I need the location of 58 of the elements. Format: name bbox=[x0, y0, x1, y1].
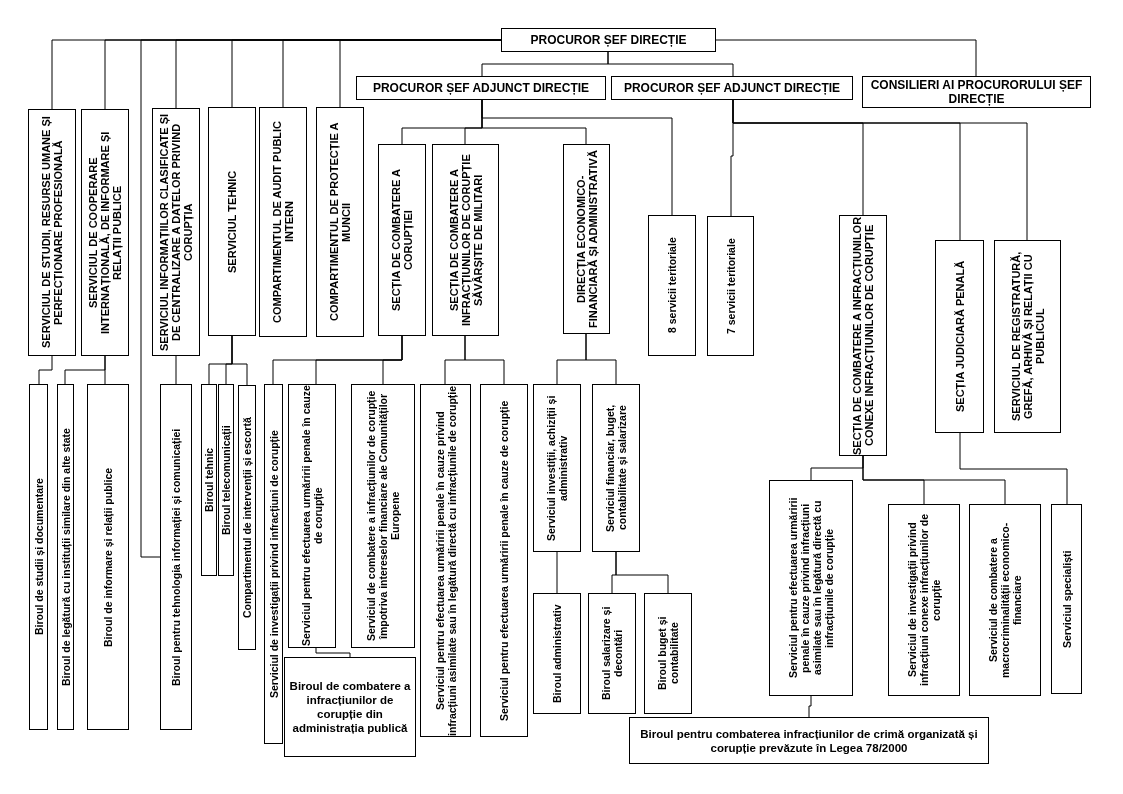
org-unit-box: Biroul tehnic bbox=[201, 384, 217, 576]
org-unit-box: Serviciul pentru efectuarea urmăririi penale în cauze de corupție bbox=[288, 384, 336, 648]
org-unit-box: SECȚIA DE COMBATERE A CORUPȚIEI bbox=[378, 144, 426, 336]
org-unit-box: Serviciul pentru efectuarea urmăririi penale în cauze de corupție bbox=[480, 384, 528, 737]
org-unit-box: SERVICIUL DE REGISTRATURĂ, GREFĂ, ARHIVĂ ȘI RELAȚII CU PUBLICUL bbox=[994, 240, 1061, 433]
connector-line bbox=[615, 551, 669, 594]
org-unit-box: Serviciul financiar, buget, contabilitate și salarizare bbox=[592, 384, 640, 552]
org-unit-box: SECȚIA DE COMBATERE A INFRACȚIUNILOR DE CORUPȚIE SĂVÂRȘITE DE MILITARI bbox=[432, 144, 499, 336]
connector-line bbox=[231, 335, 248, 386]
org-unit-box: Serviciul pentru efectuarea urmăririi penale în cauze privind infracțiuni asimilate sau în legătură directă cu infracțiunile de corupție bbox=[769, 480, 853, 696]
org-unit-box: Serviciul de investigații privind infracțiuni de corupție bbox=[264, 384, 283, 744]
org-unit-box: Biroul de combatere a infracțiunilor de corupție din administrația publică bbox=[284, 657, 416, 757]
org-unit-box: PROCUROR ȘEF ADJUNCT DIRECȚIE bbox=[611, 76, 853, 100]
org-unit-box: SERVICIUL DE STUDII, RESURSE UMANE ȘI PERFECȚIONARE PROFESIONALĂ bbox=[28, 109, 76, 356]
org-unit-box: Serviciul pentru efectuarea urmăririi penale în cauze privind infracțiuni asimilate sau în legătură directă cu infracțiunile de corupție bbox=[420, 384, 471, 737]
connector-line bbox=[585, 333, 617, 385]
connector-line bbox=[464, 335, 505, 385]
org-unit-box: Serviciul de investigații privind infracțiuni conexe infracțiunilor de corupție bbox=[888, 504, 960, 696]
org-unit-box: Serviciul de combatere a macrocriminalității economico-financiare bbox=[969, 504, 1041, 696]
connector-line bbox=[104, 355, 106, 385]
org-unit-box: COMPARTIMENTUL DE PROTECȚIE A MUNCII bbox=[316, 107, 364, 337]
org-unit-box: Biroul telecomunicații bbox=[218, 384, 234, 576]
connector-line bbox=[556, 551, 558, 594]
org-unit-box: Serviciul investiții, achiziții și administrativ bbox=[533, 384, 581, 552]
org-unit-box: Biroul pentru tehnologia informației și comunicației bbox=[160, 384, 192, 730]
org-unit-box: Compartimentul de intervenții și escortă bbox=[238, 385, 256, 650]
org-unit-box: 8 servicii teritoriale bbox=[648, 215, 696, 356]
connector-line bbox=[175, 355, 177, 385]
org-unit-box: PROCUROR ȘEF DIRECȚIE bbox=[501, 28, 716, 52]
org-unit-box: SERVICIUL INFORMAȚIILOR CLASIFICATE ȘI DE CENTRALIZARE A DATELOR PRIVIND CORUPȚIA bbox=[152, 108, 200, 356]
org-unit-box: PROCUROR ȘEF ADJUNCT DIRECȚIE bbox=[356, 76, 606, 100]
connector-line bbox=[315, 647, 351, 658]
org-unit-box: 7 servicii teritoriale bbox=[707, 216, 754, 356]
org-unit-box: Biroul administrativ bbox=[533, 593, 581, 714]
org-unit-box: SECȚIA JUDICIARĂ PENALĂ bbox=[935, 240, 984, 433]
org-unit-box: SECȚIA DE COMBATERE A INFRACȚIUNILOR CONEXE INFRACȚIUNILOR DE CORUPȚIE bbox=[839, 215, 887, 456]
connector-line bbox=[382, 335, 403, 385]
org-unit-box: Serviciul de combatere a infracțiunilor de corupție împotriva intereselor financiare ale Comunităților Europene bbox=[351, 384, 415, 648]
org-unit-box: SERVICIUL TEHNIC bbox=[208, 107, 256, 336]
connector-line bbox=[732, 99, 1028, 241]
connector-line bbox=[715, 39, 977, 77]
org-unit-box: COMPARTIMENTUL DE AUDIT PUBLIC INTERN bbox=[259, 107, 307, 337]
org-unit-box: CONSILIERI AI PROCURORULUI ȘEF DIRECȚIE bbox=[862, 76, 1091, 108]
org-unit-box: Serviciul specialiști bbox=[1051, 504, 1082, 694]
org-unit-box: DIRECȚIA ECONOMICO-FINANCIARĂ ȘI ADMINISTRATIVĂ bbox=[563, 144, 610, 334]
connector-line bbox=[959, 432, 1068, 505]
org-unit-box: Biroul de informare și relații publice bbox=[87, 384, 129, 730]
org-unit-box: SERVICIUL DE COOPERARE INTERNAȚIONALĂ, DE INFORMARE ȘI RELAȚII PUBLICE bbox=[81, 109, 129, 356]
org-unit-box: Biroul de studii și documentare bbox=[29, 384, 48, 730]
connector-line bbox=[481, 99, 673, 216]
org-unit-box: Biroul salarizare și decontări bbox=[588, 593, 636, 714]
connector-line bbox=[339, 39, 502, 108]
org-unit-box: Biroul pentru combaterea infracțiunilor de crimă organizată și corupție prevăzute în Legea 78/2000 bbox=[629, 717, 989, 764]
connector-line bbox=[808, 695, 812, 718]
connector-line bbox=[38, 355, 53, 385]
connector-line bbox=[862, 455, 1006, 505]
connector-line bbox=[607, 51, 734, 77]
org-unit-box: Biroul de legătură cu instituții similare din alte state bbox=[57, 384, 74, 730]
